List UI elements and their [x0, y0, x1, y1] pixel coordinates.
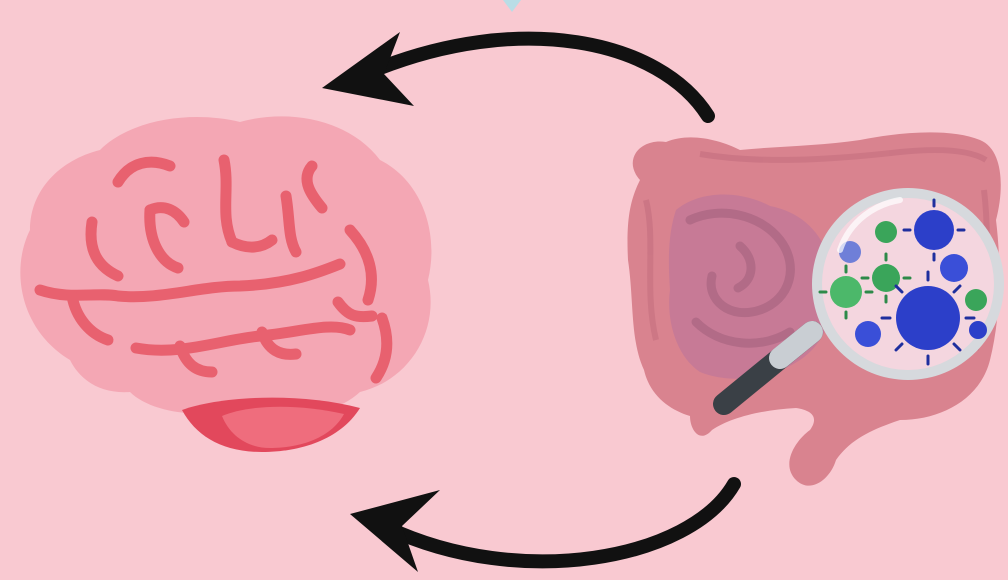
intestines-with-magnifier-icon: [628, 132, 1005, 485]
curved-bottom-arrow: [350, 484, 734, 572]
curved-top-arrow: [322, 32, 708, 116]
brain-icon: [20, 116, 431, 452]
